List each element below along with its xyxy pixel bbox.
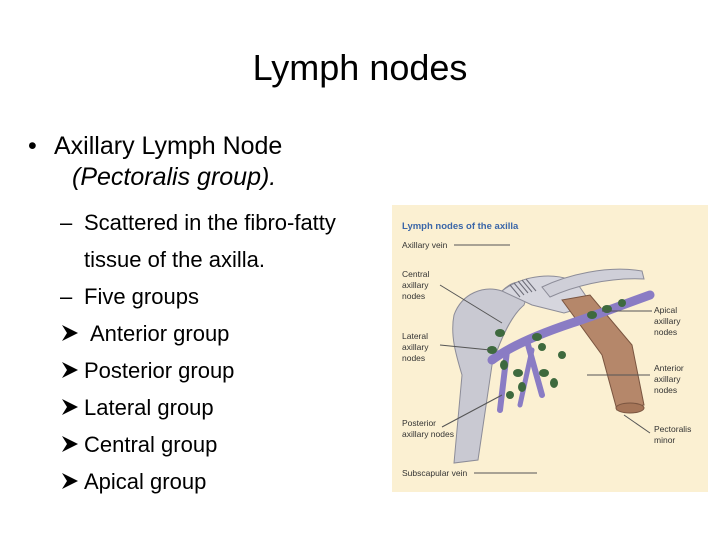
scattered-line-1: Scattered in the fibro-fatty bbox=[84, 210, 336, 235]
list-item-scattered: – Scattered in the fibro-fatty tissue of… bbox=[60, 204, 390, 278]
label-anterior-2: axillary bbox=[654, 374, 681, 384]
group-central: Central group bbox=[84, 432, 218, 457]
scattered-line-2: tissue of the axilla. bbox=[84, 247, 265, 272]
group-anterior: Anterior group bbox=[90, 321, 230, 346]
arrow-bullet-icon bbox=[62, 436, 78, 452]
dash-marker: – bbox=[60, 284, 73, 309]
label-pectoralis-2: minor bbox=[654, 435, 675, 445]
arrow-bullet-icon bbox=[62, 362, 78, 378]
label-central-3: nodes bbox=[402, 291, 425, 301]
label-pectoralis-1: Pectoralis bbox=[654, 424, 691, 434]
group-lateral: Lateral group bbox=[84, 395, 214, 420]
bullet-subtext: (Pectoralis group). bbox=[72, 163, 277, 191]
label-anterior-1: Anterior bbox=[654, 363, 684, 373]
label-central-1: Central bbox=[402, 269, 430, 279]
figure-title: Lymph nodes of the axilla bbox=[402, 221, 519, 232]
label-lateral-1: Lateral bbox=[402, 331, 428, 341]
arrow-bullet-icon bbox=[62, 325, 78, 341]
label-anterior-3: nodes bbox=[654, 385, 677, 395]
list-item-posterior: Posterior group bbox=[60, 352, 390, 389]
pectoralis-minor-end bbox=[615, 402, 645, 414]
axilla-illustration: Lymph nodes of the axilla Axillary vein … bbox=[402, 221, 691, 478]
arrow-bullet-icon bbox=[62, 399, 78, 415]
axilla-figure: Lymph nodes of the axilla Axillary vein … bbox=[392, 205, 708, 492]
bullet-marker: • bbox=[28, 132, 37, 160]
brachial-plexus bbox=[509, 278, 537, 298]
clavicle-bone bbox=[541, 268, 645, 298]
label-lateral-3: nodes bbox=[402, 353, 425, 363]
list-item-apical: Apical group bbox=[60, 463, 390, 500]
group-apical: Apical group bbox=[84, 469, 207, 494]
label-lateral-2: axillary bbox=[402, 342, 429, 352]
arrow-bullet-icon bbox=[62, 473, 78, 489]
label-central-2: axillary bbox=[402, 280, 429, 290]
label-axillary-vein: Axillary vein bbox=[402, 240, 448, 250]
five-groups-text: Five groups bbox=[84, 284, 199, 309]
list-item-central: Central group bbox=[60, 426, 390, 463]
bullet-text: Axillary Lymph Node bbox=[54, 132, 283, 160]
list-item-lateral: Lateral group bbox=[60, 389, 390, 426]
group-posterior: Posterior group bbox=[84, 358, 235, 383]
vein-branch bbox=[497, 348, 510, 413]
dash-marker: – bbox=[60, 210, 73, 235]
label-posterior-2: axillary nodes bbox=[402, 429, 454, 439]
subscapular-vein bbox=[517, 347, 535, 408]
sub-list: – Scattered in the fibro-fatty tissue of… bbox=[60, 204, 390, 500]
list-item-anterior: Anterior group bbox=[60, 315, 390, 352]
label-apical-1: Apical bbox=[654, 305, 677, 315]
list-item-five-groups: – Five groups bbox=[60, 278, 390, 315]
label-subscapular: Subscapular vein bbox=[402, 468, 467, 478]
label-apical-2: axillary bbox=[654, 316, 681, 326]
label-posterior-1: Posterior bbox=[402, 418, 436, 428]
slide-title: Lymph nodes bbox=[252, 47, 468, 88]
humerus-bone bbox=[452, 281, 531, 464]
label-apical-3: nodes bbox=[654, 327, 677, 337]
